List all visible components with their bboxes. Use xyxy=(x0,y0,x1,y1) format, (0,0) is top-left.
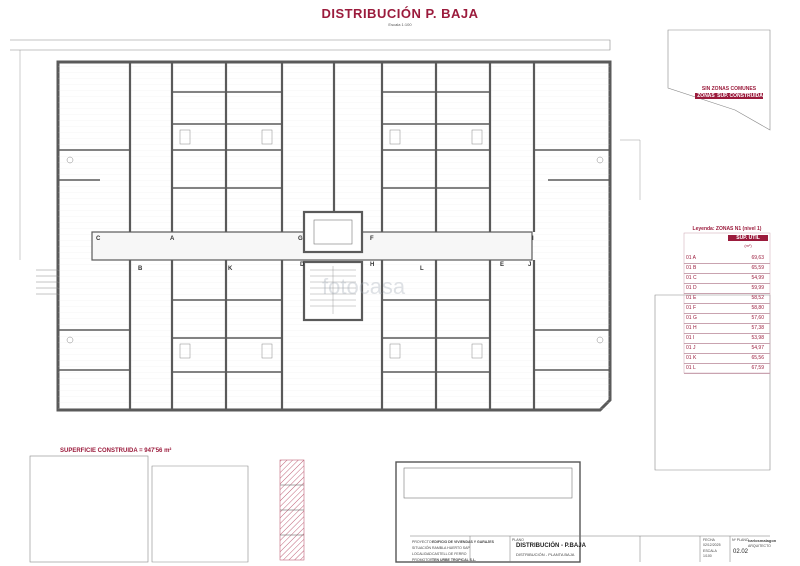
scale-label-tb: ESCALA xyxy=(703,549,717,553)
legend-unit-header: (m²) xyxy=(744,243,752,248)
sheet-label: Nº PLANO xyxy=(732,538,749,542)
legend-zone-area: 57,60 xyxy=(751,315,764,321)
location-label: SITUACIÓN xyxy=(412,546,432,550)
promoter-label: PROMOTOR xyxy=(412,558,433,562)
unit-letter: I xyxy=(532,236,534,242)
unit-letter: F xyxy=(370,236,374,242)
unit-letter: D xyxy=(300,262,305,268)
legend-zone-area: 58,52 xyxy=(751,295,764,301)
legend-zone-area: 54,99 xyxy=(751,275,764,281)
unit-letter: C xyxy=(96,236,101,242)
legend-row: 01 E 58,52 xyxy=(684,294,770,304)
location-value: RAMBLA HUERTO SAP xyxy=(432,546,470,550)
legend-zone-code: 01 L xyxy=(686,365,696,371)
unit-letter: A xyxy=(170,236,175,242)
scale-value-tb: 1/100 xyxy=(703,554,712,558)
legend-zone-code: 01 F xyxy=(686,305,697,311)
legend-zone-area: 57,38 xyxy=(751,325,764,331)
unit-letter: G xyxy=(298,236,303,242)
unit-letter: H xyxy=(370,262,375,268)
parking-block-inner xyxy=(403,467,573,499)
legend-zone-area: 59,99 xyxy=(751,285,764,291)
core-top xyxy=(302,210,364,254)
watermark: fotocasa xyxy=(322,274,406,299)
legend-zone-area: 67,59 xyxy=(751,365,764,371)
author-name: carlosmalagon xyxy=(748,538,777,543)
legend-row: 01 C 54,99 xyxy=(684,274,770,284)
city-value: CASTELL DE FERRO xyxy=(432,552,467,556)
unit-letter: B xyxy=(138,266,143,272)
unit-letter: K xyxy=(228,266,233,272)
legend-row: 01 D 59,99 xyxy=(684,284,770,294)
date-label: FECHA xyxy=(703,538,715,542)
legend-zone-area: 69,63 xyxy=(751,255,764,261)
project-label: PROYECTO xyxy=(412,540,432,544)
legend-row: 01 G 57,60 xyxy=(684,314,770,324)
legend-row: 01 K 65,56 xyxy=(684,354,770,364)
legend-title: Leyenda: ZONAS N1 (nivel 1) xyxy=(692,226,762,232)
promoter-value: TEN URBE TROPICAL S.L. xyxy=(432,558,477,562)
zones-sup-label: SUP. CONSTRUIDA xyxy=(717,93,763,99)
author-role: ARQUITECTO xyxy=(748,544,771,548)
date-value: 02/12/2025 xyxy=(703,543,721,547)
city-label: LOCALIDAD xyxy=(412,552,432,556)
site-boundary xyxy=(10,39,611,51)
legend-row: 01 L 67,59 xyxy=(684,364,770,374)
legend-zone-area: 53,98 xyxy=(751,335,764,341)
legend-zone-code: 01 H xyxy=(686,325,697,331)
common-zones-box: SIN ZONAS COMUNES ZONAS SUP. CONSTRUIDA xyxy=(695,86,763,99)
legend-zone-area: 54,97 xyxy=(751,345,764,351)
unit-letter: J xyxy=(528,262,532,268)
plan-label: PLANO xyxy=(512,538,524,542)
legend-zone-code: 01 D xyxy=(686,285,697,291)
legend-row: 01 I 53,98 xyxy=(684,334,770,344)
parking-block xyxy=(395,461,581,563)
legend-zone-code: 01 A xyxy=(686,255,697,261)
legend-zone-code: 01 E xyxy=(686,295,697,301)
legend-zone-code: 01 J xyxy=(686,345,696,351)
legend-zone-area: 65,59 xyxy=(751,265,764,271)
legend-zone-code: 01 B xyxy=(686,265,697,271)
legend-sup-header: SUP. ÚTIL xyxy=(728,235,768,241)
unit-letter: L xyxy=(420,266,424,272)
legend-row: 01 A 69,63 xyxy=(684,254,770,264)
neighbor-plot-bottom-mid xyxy=(151,465,249,563)
unit-letter: E xyxy=(500,262,505,268)
common-zones-title: SIN ZONAS COMUNES xyxy=(701,86,757,92)
legend-zone-area: 58,80 xyxy=(751,305,764,311)
legend-row: 01 H 57,38 xyxy=(684,324,770,334)
legend-zone-area: 65,56 xyxy=(751,355,764,361)
plan-title: DISTRIBUCIÓN - P.BAJA xyxy=(516,543,586,549)
page-title: DISTRIBUCIÓN P. BAJA xyxy=(321,6,479,21)
superficie-construida: SUPERFICIE CONSTRUIDA = 947'56 m² xyxy=(60,448,172,454)
neighbor-plot-bottom-left xyxy=(29,455,149,563)
legend-zone-code: 01 C xyxy=(686,275,697,281)
legend-zone-code: 01 I xyxy=(686,335,695,341)
legend-row: 01 B 65,59 xyxy=(684,264,770,274)
neighbor-plot-right xyxy=(654,294,771,471)
legend-row: 01 J 54,97 xyxy=(684,344,770,354)
project-value: EDIFICIO DE VIVIENDAS Y GARAJES xyxy=(432,540,494,544)
legend-zone-code: 01 G xyxy=(686,315,697,321)
scale-label: Escala 1:100 xyxy=(388,22,412,27)
sheet-number: 02.02 xyxy=(733,549,749,555)
legend-zone-code: 01 K xyxy=(686,355,697,361)
zones-col-label: ZONAS xyxy=(697,93,715,99)
zones-legend: Leyenda: ZONAS N1 (nivel 1) SUP. ÚTIL (m… xyxy=(684,226,770,376)
legend-row: 01 F 58,80 xyxy=(684,304,770,314)
neighbor-plot-top-right xyxy=(667,29,771,131)
plan-subtitle: DISTRIBUCIÓN - PLANTA BAJA xyxy=(516,552,575,557)
